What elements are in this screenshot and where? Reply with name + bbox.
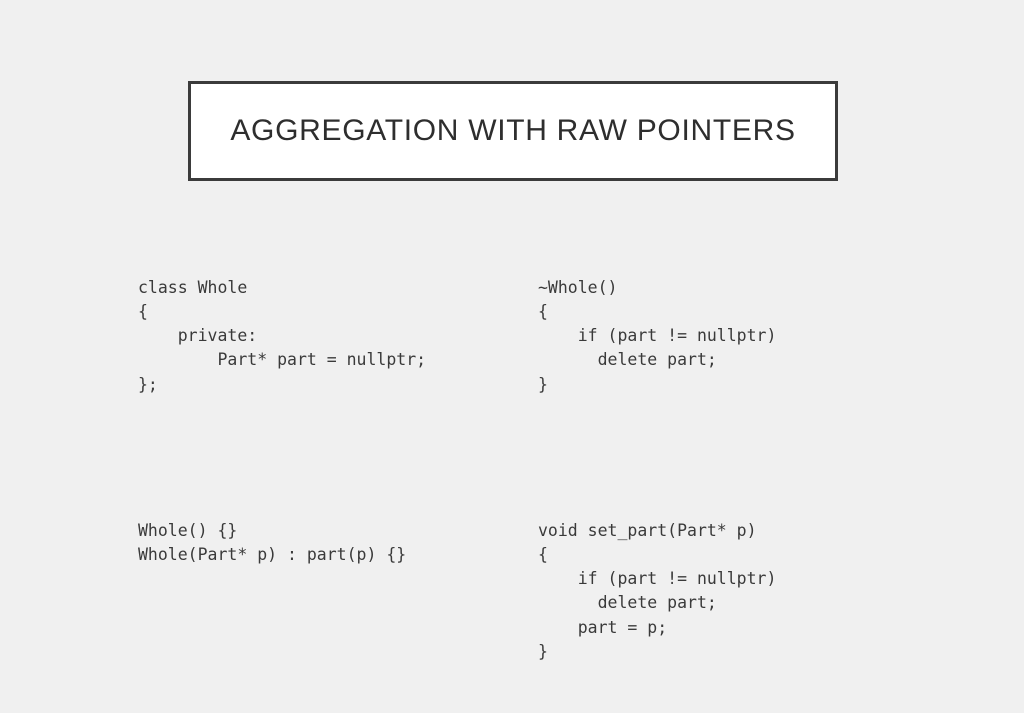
code-block-spacer [138, 446, 426, 470]
page-title: AGGREGATION WITH RAW POINTERS [230, 114, 796, 147]
code-block-destructor: ~Whole() { if (part != nullptr) delete p… [538, 277, 777, 394]
slide-canvas: AGGREGATION WITH RAW POINTERS class Whol… [138, 81, 838, 662]
code-block-spacer [538, 446, 776, 470]
code-block-class-whole: class Whole { private: Part* part = null… [138, 277, 427, 394]
code-block-constructors: Whole() {} Whole(Part* p) : part(p) {} [138, 520, 407, 564]
code-column-right: ~Whole() { if (part != nullptr) delete p… [538, 227, 776, 713]
code-block-set-part: void set_part(Part* p) { if (part != nul… [538, 520, 777, 662]
code-column-left: class Whole { private: Part* part = null… [138, 227, 426, 616]
slide-title-box: AGGREGATION WITH RAW POINTERS [188, 81, 838, 181]
